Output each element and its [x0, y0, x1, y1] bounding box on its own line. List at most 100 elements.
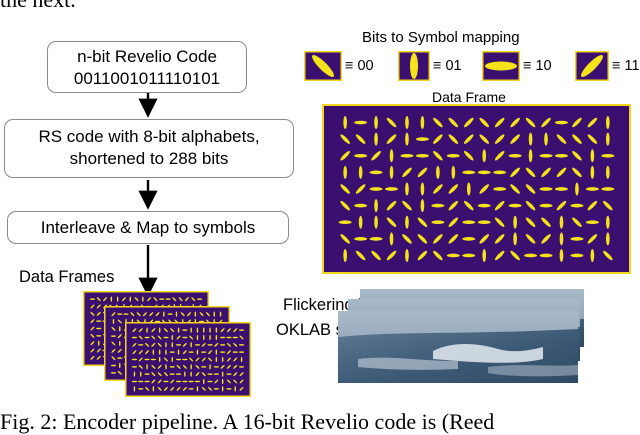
- frame-symbol: [227, 364, 231, 369]
- frame-symbol: [433, 117, 443, 128]
- frame-symbol: [371, 150, 381, 161]
- frame-symbol: [130, 312, 135, 317]
- frame-symbol: [402, 167, 412, 178]
- frame-symbol: [433, 134, 443, 144]
- frame-symbol: [140, 371, 142, 377]
- frame-symbol: [90, 341, 95, 346]
- frame-symbol: [151, 379, 156, 384]
- frame-symbol: [116, 296, 119, 302]
- symbol-00-icon: [304, 51, 342, 81]
- frame-symbol: [220, 336, 226, 339]
- frame-symbol: [559, 215, 564, 229]
- frame-symbol: [448, 234, 459, 244]
- frame-symbol: [195, 357, 200, 362]
- frame-symbol: [176, 386, 181, 391]
- frame-symbol: [451, 165, 456, 179]
- frame-symbol: [462, 220, 476, 225]
- frame-symbol: [169, 351, 175, 353]
- frame-symbol: [226, 388, 232, 390]
- frame-symbol: [145, 350, 149, 355]
- frame-symbol: [462, 170, 476, 175]
- frame-symbol: [494, 234, 505, 244]
- frame-symbol: [433, 184, 443, 194]
- frame-symbol: [477, 220, 491, 225]
- frame-symbol: [405, 249, 409, 262]
- symbol-11-icon: [575, 51, 609, 81]
- frame-symbol: [494, 134, 505, 144]
- frame-symbol: [90, 333, 95, 338]
- frame-symbol: [110, 296, 113, 302]
- frame-symbol: [227, 328, 231, 333]
- frame-symbol: [180, 312, 185, 317]
- frame-symbol: [188, 388, 194, 390]
- frame-symbol: [556, 134, 567, 144]
- frame-symbol: [203, 334, 205, 341]
- frame-symbol: [117, 313, 123, 315]
- frame-symbol: [510, 250, 520, 261]
- frame-symbol: [187, 312, 191, 317]
- frame-symbol: [405, 132, 409, 146]
- frame-symbol: [131, 380, 138, 383]
- frame-symbol: [172, 297, 177, 302]
- frame-symbol: [96, 335, 102, 337]
- small-frame-3: [125, 322, 251, 397]
- frame-symbol: [201, 351, 207, 353]
- frame-symbol: [513, 215, 517, 229]
- frame-symbol: [199, 320, 205, 323]
- frame-symbol: [214, 342, 219, 347]
- frame-symbol: [606, 165, 610, 179]
- frame-symbol: [209, 334, 211, 341]
- frame-symbol: [354, 237, 368, 241]
- frame-symbol: [477, 203, 491, 208]
- frame-symbol: [464, 200, 474, 211]
- frame-symbol: [482, 249, 487, 262]
- frame-symbol: [138, 344, 144, 346]
- frame-symbol: [354, 120, 368, 125]
- frame-symbol: [196, 298, 203, 300]
- frame-symbol: [213, 311, 215, 317]
- frame-symbol: [493, 170, 507, 175]
- frame-symbol: [446, 253, 460, 258]
- frame-symbol: [190, 371, 192, 377]
- frame-symbol: [151, 335, 156, 340]
- frame-symbol: [374, 199, 378, 213]
- frame-symbol: [554, 153, 568, 158]
- mapping-item-00: ≡ 00: [304, 51, 374, 81]
- frame-symbol: [340, 234, 350, 244]
- frame-symbol: [420, 182, 425, 196]
- mapping-title: Bits to Symbol mapping: [362, 29, 520, 46]
- frame-symbol: [214, 379, 219, 384]
- frame-symbol: [169, 373, 175, 375]
- frame-symbol: [494, 217, 505, 228]
- frame-symbol: [510, 134, 520, 144]
- frame-symbol: [182, 336, 188, 339]
- mapping-label-01: ≡ 01: [433, 58, 462, 74]
- frame-symbol: [182, 358, 188, 361]
- frame-symbol: [208, 386, 212, 391]
- frame-symbol: [219, 311, 222, 317]
- frame-symbol: [508, 153, 522, 158]
- frame-symbol: [165, 349, 167, 355]
- frame-symbol: [117, 370, 122, 375]
- frame-symbol: [494, 117, 505, 128]
- frame-symbol: [369, 237, 383, 241]
- frame-symbol: [556, 167, 567, 178]
- frame-symbol: [402, 234, 412, 244]
- frame-symbol: [417, 167, 428, 178]
- frame-symbol: [239, 379, 244, 384]
- frame-symbol: [477, 170, 491, 175]
- frame-symbol: [343, 165, 347, 179]
- frame-symbol: [220, 351, 226, 353]
- frame-symbol: [133, 371, 136, 377]
- frame-symbol: [239, 372, 244, 377]
- frame-symbol: [587, 134, 598, 144]
- symbol-01-icon: [398, 51, 430, 81]
- frame-symbol: [417, 217, 428, 228]
- frame-symbol: [415, 137, 429, 141]
- frame-symbol: [117, 319, 122, 324]
- frame-symbol: [167, 313, 173, 315]
- frame-symbol: [195, 372, 200, 377]
- frame-symbol: [215, 356, 218, 363]
- frame-symbol: [138, 328, 143, 333]
- frame-symbol: [446, 153, 460, 158]
